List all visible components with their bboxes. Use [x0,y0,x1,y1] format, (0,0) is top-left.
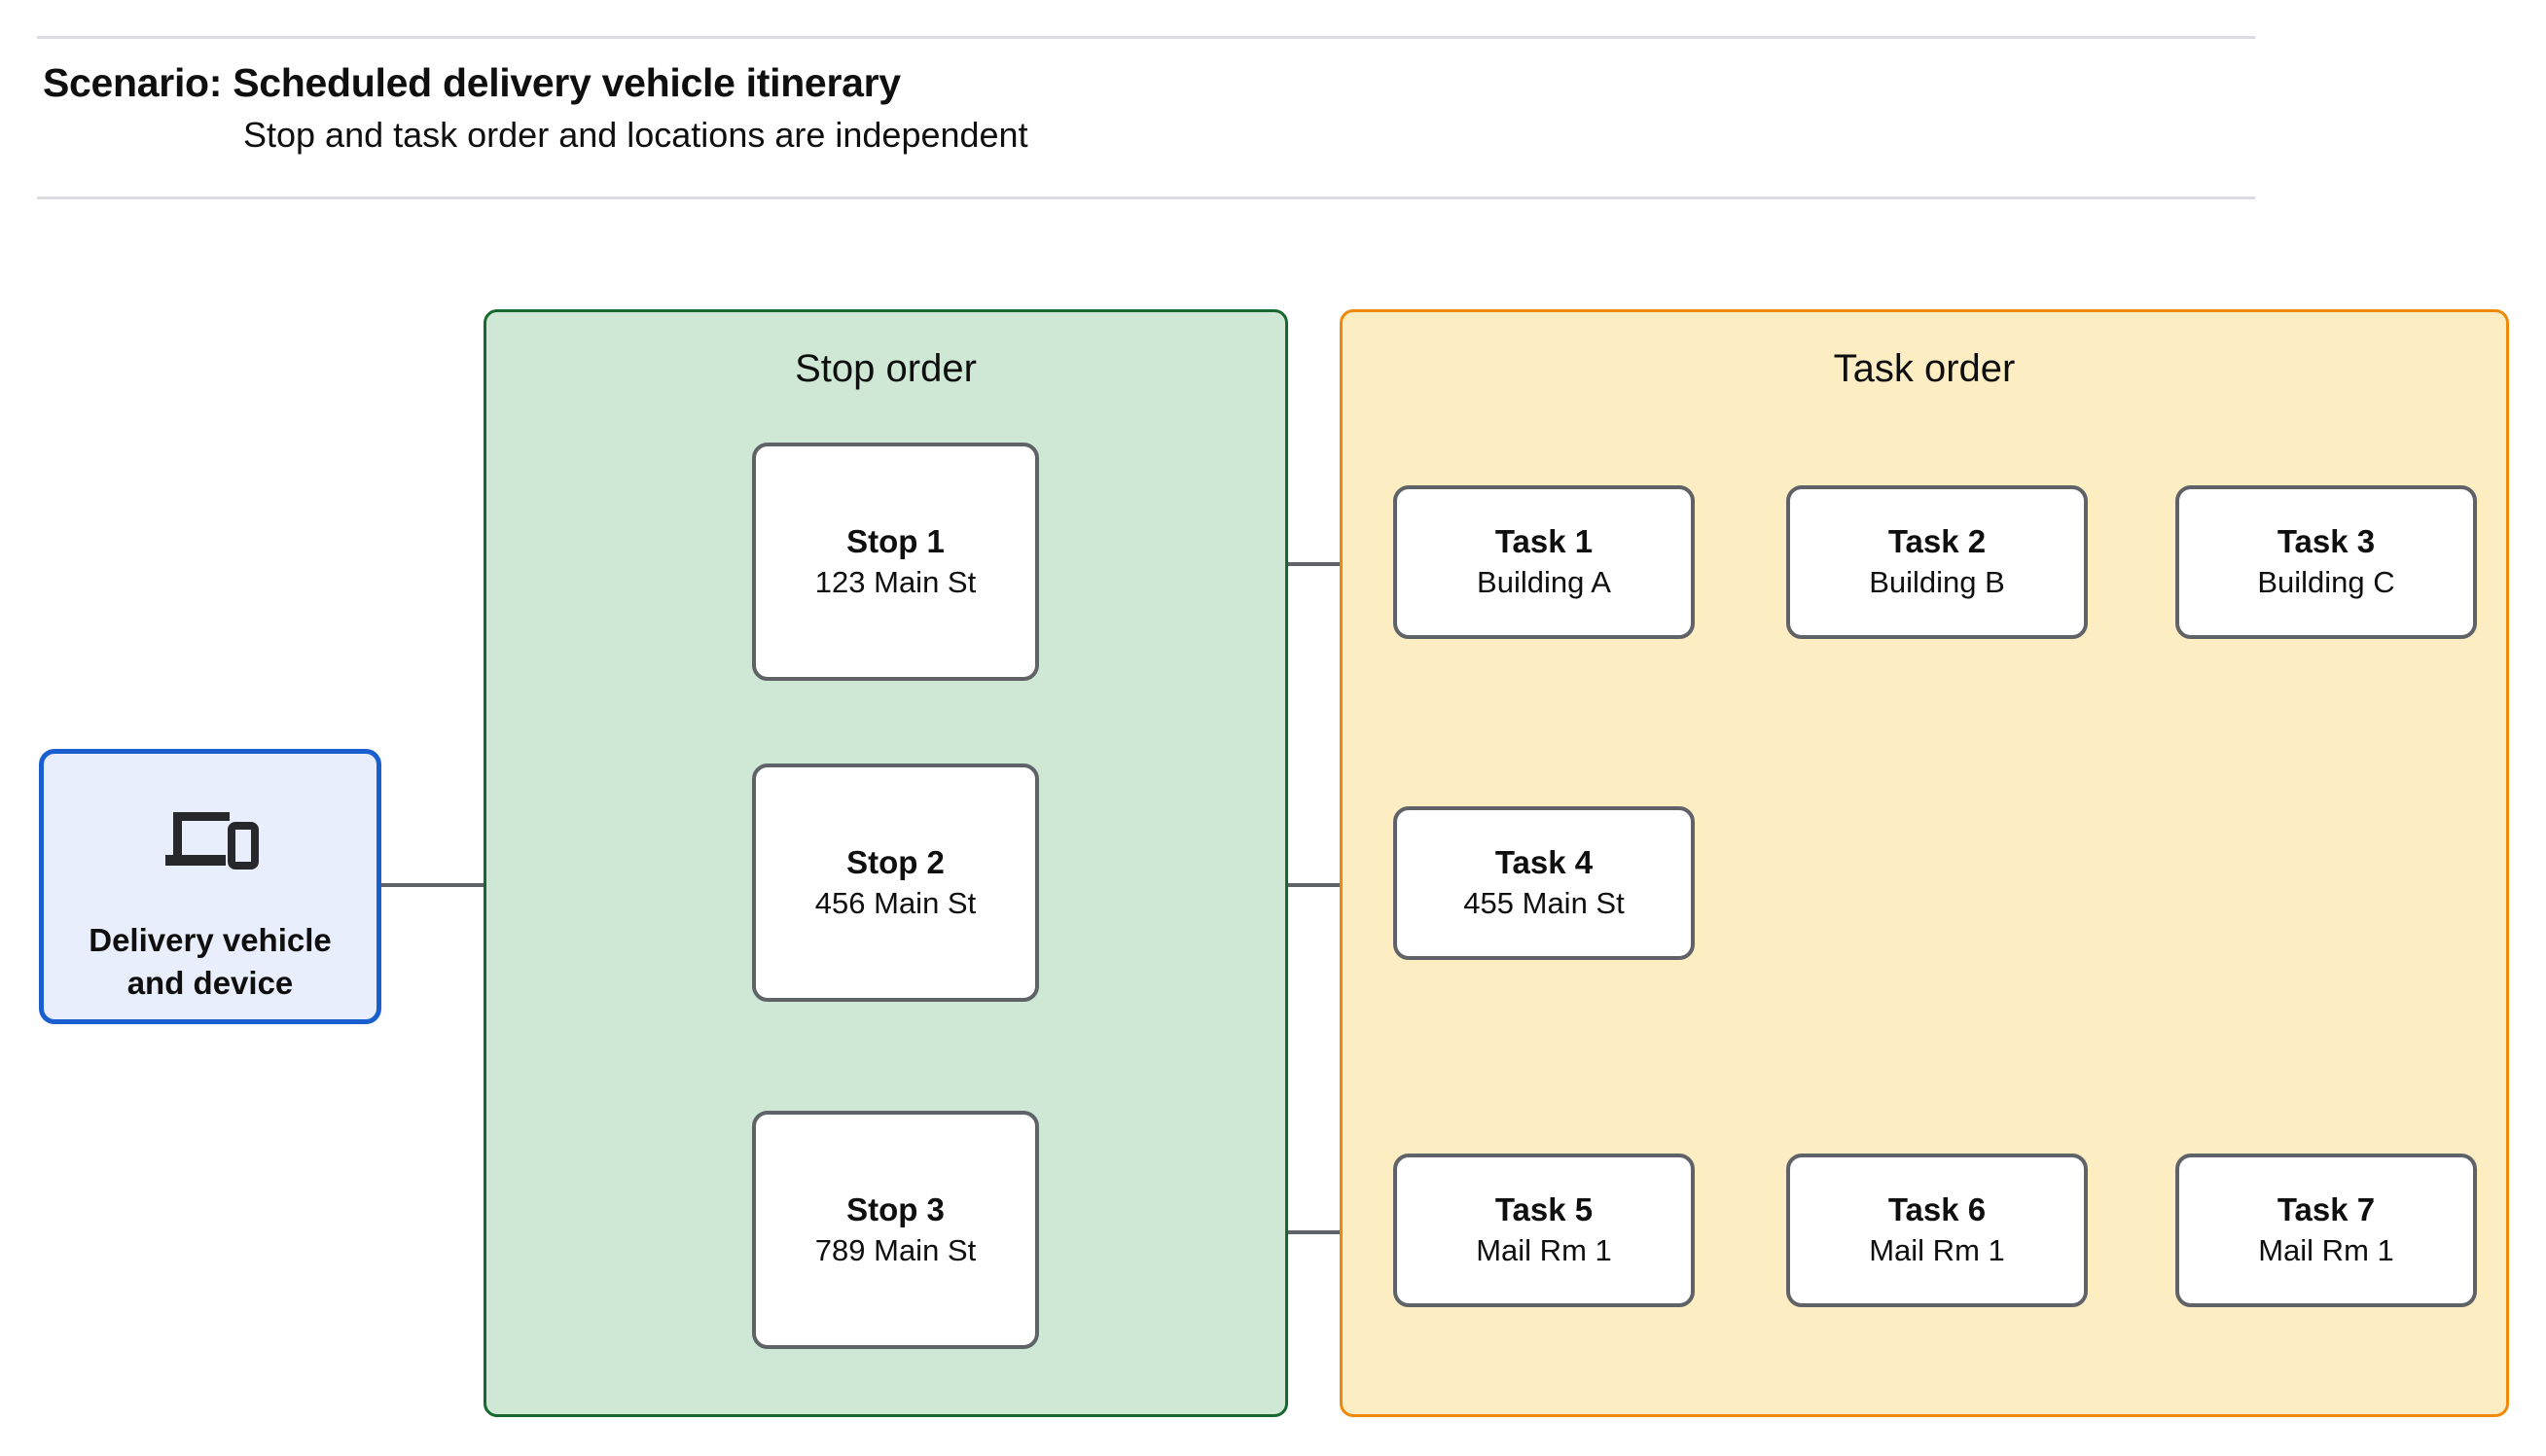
stop-node-3[interactable]: Stop 3 789 Main St [752,1111,1039,1349]
devices-icon [165,812,259,870]
delivery-vehicle-label-line2: and device [126,964,294,1001]
task-node-3[interactable]: Task 3 Building C [2175,485,2477,639]
delivery-vehicle-node[interactable]: Delivery vehicle and device [39,749,381,1024]
stop-order-title: Stop order [795,347,977,390]
task-node-4[interactable]: Task 4 455 Main St [1393,806,1695,960]
stop-node-address: 789 Main St [814,1232,977,1267]
header-divider-bottom [37,196,2255,199]
stop-node-address: 123 Main St [814,564,977,599]
task-node-6[interactable]: Task 6 Mail Rm 1 [1786,1154,2088,1307]
stop-node-title: Stop 1 [846,522,945,559]
task-node-1[interactable]: Task 1 Building A [1393,485,1695,639]
connector-device-to-trunk [381,883,552,887]
header-divider-top [37,36,2255,39]
task-node-title: Task 6 [1887,1191,1987,1228]
task-node-location: Mail Rm 1 [1476,1233,1612,1268]
task-node-title: Task 3 [2277,523,2376,560]
task-node-title: Task 5 [1494,1191,1594,1228]
task-node-location: Mail Rm 1 [2258,1233,2394,1268]
stop-node-title: Stop 3 [846,1190,945,1227]
task-node-title: Task 2 [1887,523,1987,560]
task-order-title: Task order [1833,347,2016,390]
stop-node-title: Stop 2 [846,843,945,880]
task-node-title: Task 4 [1494,844,1594,881]
page-title: Scenario: Scheduled delivery vehicle iti… [43,60,901,105]
task-node-location: Building B [1869,565,2005,600]
page-subtitle: Stop and task order and locations are in… [243,115,1028,155]
task-node-title: Task 7 [2277,1191,2376,1228]
task-node-5[interactable]: Task 5 Mail Rm 1 [1393,1154,1695,1307]
task-node-title: Task 1 [1494,523,1594,560]
stop-node-address: 456 Main St [814,885,977,920]
delivery-vehicle-label-line1: Delivery vehicle [89,922,332,958]
task-node-location: Mail Rm 1 [1869,1233,2005,1268]
task-node-2[interactable]: Task 2 Building B [1786,485,2088,639]
stop-node-2[interactable]: Stop 2 456 Main St [752,764,1039,1002]
stop-node-1[interactable]: Stop 1 123 Main St [752,443,1039,681]
task-node-7[interactable]: Task 7 Mail Rm 1 [2175,1154,2477,1307]
task-node-location: Building A [1477,565,1611,600]
task-node-location: Building C [2257,565,2395,600]
task-node-location: 455 Main St [1463,886,1625,921]
delivery-vehicle-label: Delivery vehicle and device [89,919,332,1005]
